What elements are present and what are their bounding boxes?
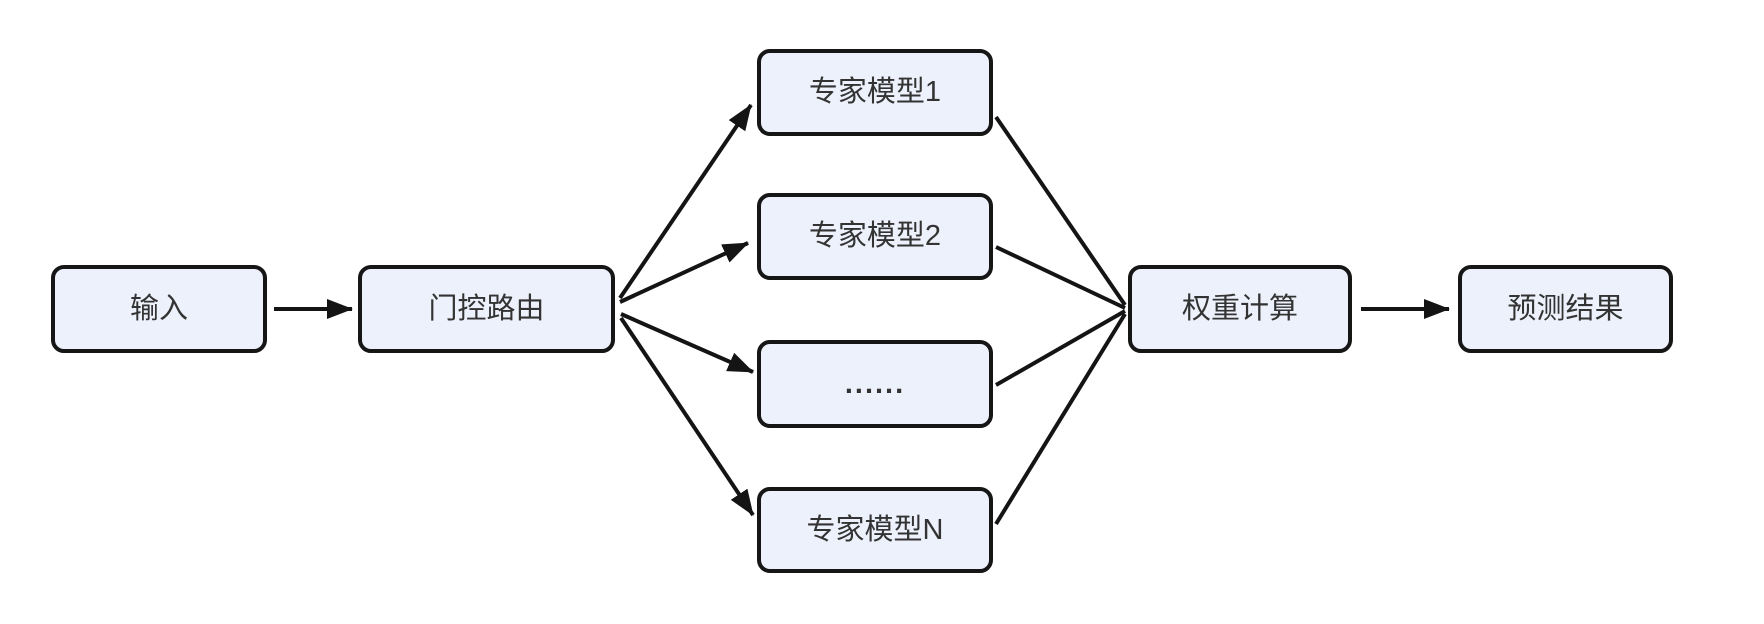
edge-expert-more-weight	[995, 309, 1126, 387]
node-input: 输入	[51, 265, 267, 353]
node-prediction-result: 预测结果	[1458, 265, 1673, 353]
node-input-label: 输入	[129, 292, 188, 325]
node-expert-model-n-label: 专家模型N	[806, 513, 944, 546]
node-expert-model-2: 专家模型2	[757, 193, 993, 280]
edge-router-expertN	[619, 316, 755, 517]
node-expert-model-1: 专家模型1	[757, 49, 993, 136]
edge-expertN-weight	[994, 312, 1127, 526]
node-expert-model-n: 专家模型N	[757, 487, 993, 573]
node-gating-router: 门控路由	[358, 265, 615, 353]
node-expert-ellipsis-label: ......	[844, 367, 906, 400]
edge-expert2-weight	[995, 245, 1126, 310]
node-expert-ellipsis: ......	[757, 340, 993, 428]
node-expert-model-1-label: 专家模型1	[808, 76, 942, 108]
edge-router-expert-more	[620, 312, 754, 374]
edge-expert1-weight	[994, 115, 1127, 307]
node-expert-model-2-label: 专家模型2	[808, 220, 942, 252]
node-weight-calculation-label: 权重计算	[1181, 292, 1298, 325]
node-prediction-result-label: 预测结果	[1507, 292, 1624, 325]
edge-router-expert2	[619, 241, 749, 304]
node-gating-router-label: 门控路由	[428, 292, 545, 325]
node-weight-calculation: 权重计算	[1128, 265, 1352, 353]
edge-router-expert1	[618, 103, 753, 300]
